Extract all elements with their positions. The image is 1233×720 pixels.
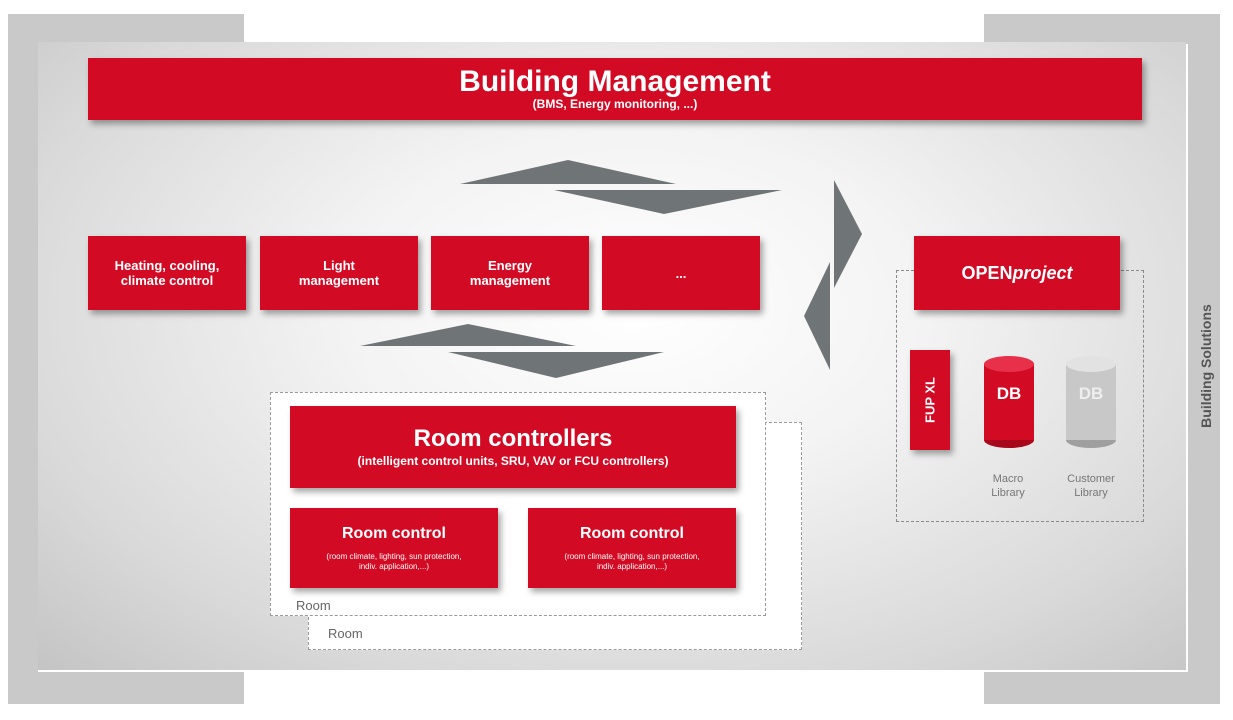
fup-xl-label: FUP XL [922, 377, 938, 423]
module-light-label: Light management [298, 258, 380, 288]
room-control-2-subtitle: (room climate, lighting, sun protection,… [564, 552, 700, 571]
module-energy-label: Energy management [469, 258, 551, 288]
building-solutions-label: Building Solutions [1198, 304, 1214, 428]
arrow-left-head [804, 262, 830, 370]
room-label-back: Room [328, 626, 363, 641]
room-control-1-subtitle: (room climate, lighting, sun protection,… [326, 552, 462, 571]
room-label-front: Room [296, 598, 331, 613]
db-customer-top [1066, 356, 1116, 372]
room-controllers-box: Room controllers (intelligent control un… [290, 406, 736, 488]
customer-library-label: Customer Library [1067, 473, 1115, 499]
frame-bottom-left [8, 672, 244, 704]
frame-top-left [8, 14, 244, 44]
room-control-2: Room control (room climate, lighting, su… [528, 508, 736, 588]
room-control-1-title: Room control [342, 525, 446, 542]
building-management-bar: Building Management (BMS, Energy monitor… [88, 58, 1142, 120]
arrow-lower-left [360, 324, 576, 346]
module-energy: Energy management [431, 236, 589, 310]
arrow-upper-right [554, 190, 782, 214]
room-controllers-subtitle: (intelligent control units, SRU, VAV or … [357, 454, 669, 468]
db-customer: DB [1066, 356, 1116, 448]
openproject-prefix: OPEN [961, 262, 1013, 283]
db-macro-top [984, 356, 1034, 372]
building-management-subtitle: (BMS, Energy monitoring, ...) [532, 97, 698, 111]
module-more: ... [602, 236, 760, 310]
db-customer-body [1066, 364, 1116, 440]
openproject-suffix: project [1012, 262, 1073, 283]
frame-right [1188, 14, 1220, 704]
db-macro-label: DB [996, 384, 1022, 403]
arrow-right-head [834, 180, 862, 288]
room-control-1: Room control (room climate, lighting, su… [290, 508, 498, 588]
db-macro-body [984, 364, 1034, 440]
room-control-2-title: Room control [580, 525, 684, 542]
arrow-upper-left [460, 160, 676, 184]
frame-left [8, 14, 38, 704]
arrow-lower-right [448, 352, 664, 378]
room-controllers-title: Room controllers [413, 425, 613, 452]
module-heating-label: Heating, cooling, climate control [114, 258, 220, 288]
frame-bottom-right [984, 672, 1220, 704]
fup-xl-box: FUP XL [910, 350, 950, 450]
db-customer-label: DB [1078, 384, 1104, 403]
building-management-title: Building Management [459, 65, 771, 98]
module-light: Light management [260, 236, 418, 310]
macro-library-label: Macro Library [991, 473, 1025, 499]
db-macro: DB [984, 356, 1034, 448]
frame-top-right [984, 14, 1220, 44]
module-more-label: ... [675, 265, 687, 281]
module-heating: Heating, cooling, climate control [88, 236, 246, 310]
